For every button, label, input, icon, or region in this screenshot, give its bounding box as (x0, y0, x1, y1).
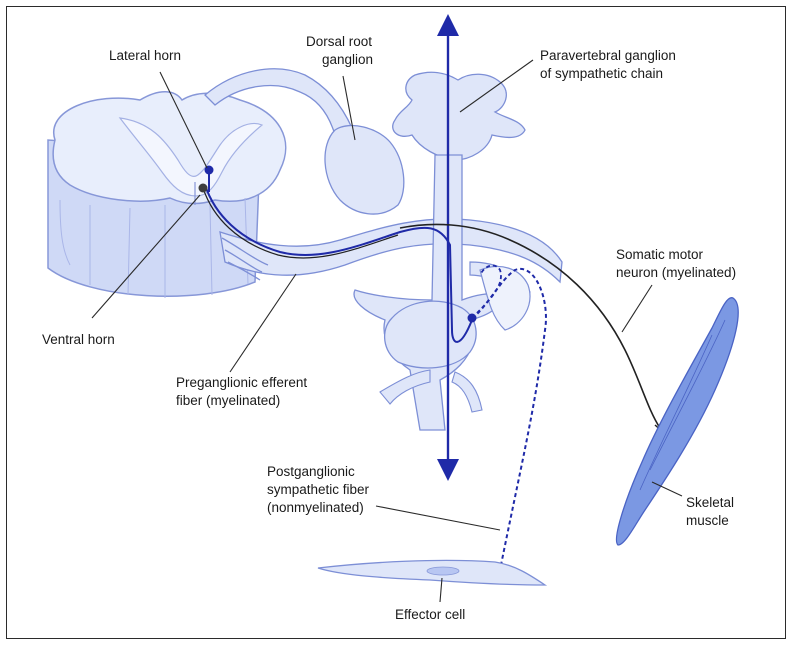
label-effector-cell: Effector cell (395, 607, 465, 622)
label-dorsal-root-ganglion: Dorsal root ganglion (306, 34, 376, 67)
label-preganglionic-fiber: Preganglionic efferent fiber (myelinated… (176, 375, 311, 408)
label-paravertebral-ganglion: Paravertebral ganglion of sympathetic ch… (540, 48, 680, 81)
leader-somatic-motor-neuron (622, 285, 652, 332)
leader-postganglionic-fiber (376, 506, 500, 530)
upper-paravertebral-ganglion (393, 72, 525, 160)
leader-effector-cell (440, 578, 442, 602)
dorsal-root-ganglion (325, 126, 404, 215)
label-skeletal-muscle: Skeletal muscle (686, 495, 738, 528)
leader-preganglionic-fiber (230, 274, 296, 372)
rami-communicantes (480, 266, 530, 330)
label-somatic-motor-neuron: Somatic motor neuron (myelinated) (616, 247, 736, 280)
effector-cell (318, 560, 545, 585)
label-postganglionic-fiber: Postganglionic sympathetic fiber (nonmye… (267, 464, 373, 515)
label-lateral-horn: Lateral horn (109, 48, 181, 63)
label-ventral-horn: Ventral horn (42, 332, 115, 347)
ventral-horn-neuron (199, 184, 208, 193)
